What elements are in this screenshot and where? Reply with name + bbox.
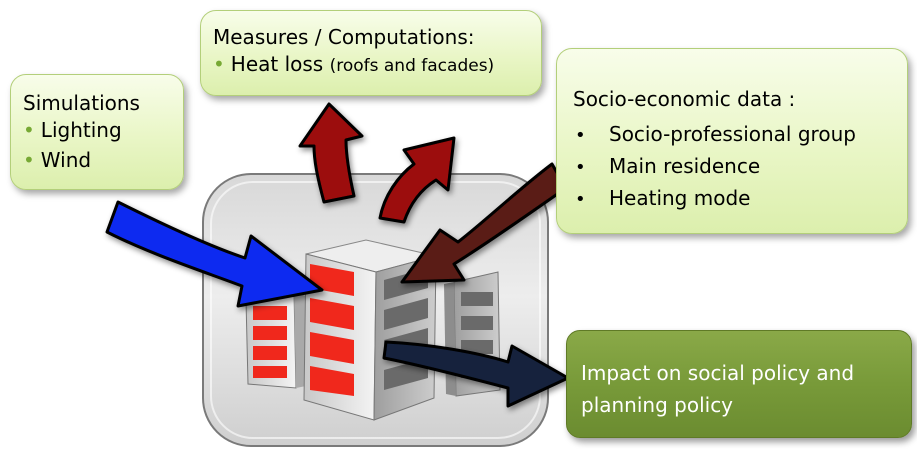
socio-list: • Socio-professional group • Main residenc… [573,119,907,215]
list-item: • Main residence [573,151,907,183]
impact-line-1: Impact on social policy and [581,361,855,385]
simulations-item-lighting: Lighting [40,118,122,142]
list-item: •Lighting [23,115,183,145]
brown-arrow-icon [400,162,568,284]
measures-item-main: Heat loss [230,52,324,76]
blue-arrow-icon [105,200,324,308]
impact-line-2: planning policy [581,393,734,417]
bullet-icon: • [575,189,586,210]
measures-item-detail: (roofs and facades) [329,56,495,76]
socio-item-group: Socio-professional group [609,122,856,146]
socio-item-residence: Main residence [609,154,761,178]
building-left [245,291,306,389]
list-item: •Heat loss (roofs and facades) [213,49,541,81]
list-item: • Socio-professional group [573,119,907,151]
red-arrow-icon-2 [378,136,456,224]
socio-title: Socio-economic data : [573,87,796,111]
socio-economic-box: Socio-economic data : • Socio-professiona… [556,48,908,234]
bullet-icon: • [575,157,586,178]
list-item: • Heating mode [573,183,907,215]
socio-item-heating: Heating mode [609,186,751,210]
simulations-item-wind: Wind [40,148,92,172]
measures-title: Measures / Computations: [213,25,475,49]
red-arrow-icon [298,102,364,204]
bullet-icon: • [23,148,35,172]
list-item: •Wind [23,145,183,175]
measures-list: •Heat loss (roofs and facades) [213,49,541,81]
impact-box: Impact on social policy and planning pol… [566,330,912,438]
bullet-icon: • [575,125,586,146]
measures-box: Measures / Computations: •Heat loss (roo… [200,10,542,96]
navy-arrow-icon [382,340,570,408]
simulations-box: Simulations •Lighting •Wind [10,74,184,190]
bullet-icon: • [23,118,35,142]
simulations-list: •Lighting •Wind [23,115,183,175]
bullet-icon: • [213,52,225,76]
simulations-title: Simulations [23,91,140,115]
